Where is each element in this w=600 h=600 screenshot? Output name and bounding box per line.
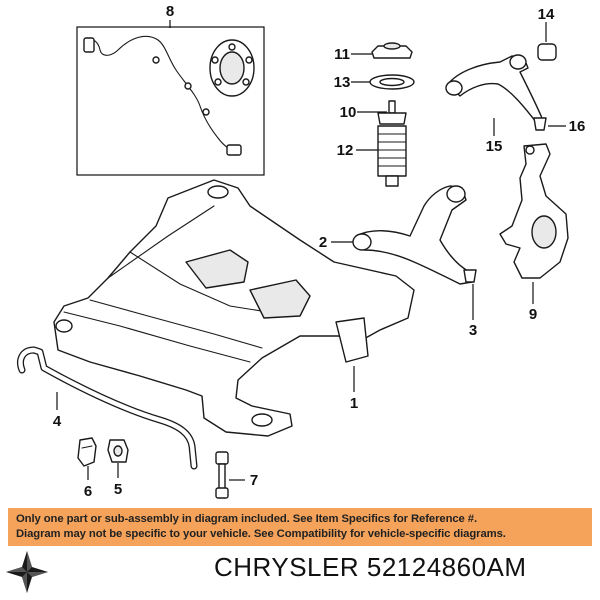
sensor-connector	[83, 37, 95, 53]
link-lower-joint	[215, 487, 229, 499]
bushing-hole	[113, 445, 123, 457]
callout-15: 15	[486, 138, 503, 155]
notice-line-1: Only one part or sub-assembly in diagram…	[16, 513, 477, 525]
hub-stud-5	[211, 56, 219, 64]
knuckle-upper-eye	[525, 145, 535, 155]
hub-stud-4	[214, 78, 222, 86]
callout-11: 11	[334, 46, 350, 63]
hub-stud-3	[242, 78, 250, 86]
crossmember-contours	[63, 205, 281, 363]
callout-5: 5	[114, 481, 122, 498]
lower-arm-group	[352, 185, 477, 285]
notice-line-2: Diagram may not be specific to your vehi…	[16, 528, 506, 540]
sensor-head	[226, 144, 242, 156]
part-16-ball-joint	[533, 117, 547, 131]
bracket-line	[81, 445, 93, 449]
link-rod	[218, 463, 226, 491]
part-number: 52124860AM	[366, 552, 527, 582]
crossmember-pocket-2	[249, 279, 311, 319]
strut-mount-top	[383, 42, 401, 50]
pentastar-facet-3	[22, 572, 27, 593]
diagram-notice-banner: Only one part or sub-assembly in diagram…	[8, 508, 592, 546]
callout-4: 4	[53, 413, 62, 430]
sensor-wire	[83, 35, 237, 153]
part-3-lower-ball-joint	[463, 269, 477, 283]
part-7-link-group	[215, 451, 229, 499]
pentastar-facet-2	[27, 572, 48, 577]
crossmember-pocket	[185, 249, 249, 289]
link-upper-joint	[215, 451, 229, 465]
part-10-jounce-bumper	[377, 112, 407, 125]
callout-1: 1	[350, 395, 358, 412]
callout-16: 16	[569, 118, 586, 135]
strut-stack-group	[369, 42, 415, 187]
pentastar-facet-1	[27, 551, 32, 572]
callout-labels: 8 14 11 13 10 12 16 15 2 9 3 1 4 6 5 7	[53, 3, 586, 500]
crossmember-body	[53, 179, 415, 437]
upper-arm-group	[445, 43, 557, 131]
isolator-inner	[379, 77, 405, 87]
upper-arm-bushing-front	[445, 80, 463, 96]
part-4-stabilizer-group	[17, 346, 198, 470]
callout-7: 7	[250, 472, 258, 489]
knuckle-bore	[531, 215, 557, 249]
callout-9: 9	[529, 306, 537, 323]
wire-clip-2	[184, 82, 192, 90]
part-8-sensor-hub-group	[76, 26, 265, 176]
part-2-lower-control-arm	[355, 185, 473, 285]
hub-stud-2	[245, 56, 253, 64]
lower-arm-bushing-front	[352, 233, 372, 251]
mount-hole-front	[55, 319, 73, 333]
callout-14: 14	[538, 6, 555, 23]
callout-3: 3	[469, 322, 477, 339]
brand-part-number: CHRYSLER 52124860AM	[214, 552, 527, 583]
part-10-bumper-rod	[388, 100, 396, 114]
hub-stud-1	[228, 43, 236, 51]
pentastar-logo-icon	[6, 551, 48, 593]
mount-hole-rear	[207, 185, 229, 199]
parts-diagram: 8 14 11 13 10 12 16 15 2 9 3 1 4 6 5 7	[17, 3, 586, 500]
upper-arm-bushing-rear	[509, 54, 527, 70]
brand-make: CHRYSLER	[214, 552, 360, 582]
callout-2: 2	[319, 234, 327, 251]
wire-clip-1	[152, 56, 160, 64]
part-12-dust-boot	[377, 125, 407, 177]
stabilizer-bar	[18, 347, 197, 469]
callout-6: 6	[84, 483, 92, 500]
pentastar-facet-4	[6, 567, 27, 572]
mount-hole-lower	[251, 413, 273, 427]
part-11-strut-mount	[371, 45, 413, 59]
callout-12: 12	[337, 142, 354, 159]
lower-arm-bushing-rear	[446, 185, 466, 203]
bushing-group	[77, 437, 129, 467]
part-9-steering-knuckle	[499, 143, 569, 279]
crossmember-bracket	[335, 317, 369, 363]
callout-8: 8	[166, 3, 174, 20]
part-14-bushing	[537, 43, 557, 61]
leader-lines	[56, 20, 566, 481]
callout-13: 13	[334, 74, 351, 91]
part-1-crossmember-group	[53, 179, 415, 437]
boot-ribs	[377, 133, 407, 167]
wire-clip-3	[202, 108, 210, 116]
boot-end	[385, 175, 399, 187]
callout-10: 10	[340, 104, 357, 121]
knuckle-group	[499, 143, 569, 279]
part-6-bracket	[77, 437, 97, 467]
hub-center	[219, 51, 245, 85]
